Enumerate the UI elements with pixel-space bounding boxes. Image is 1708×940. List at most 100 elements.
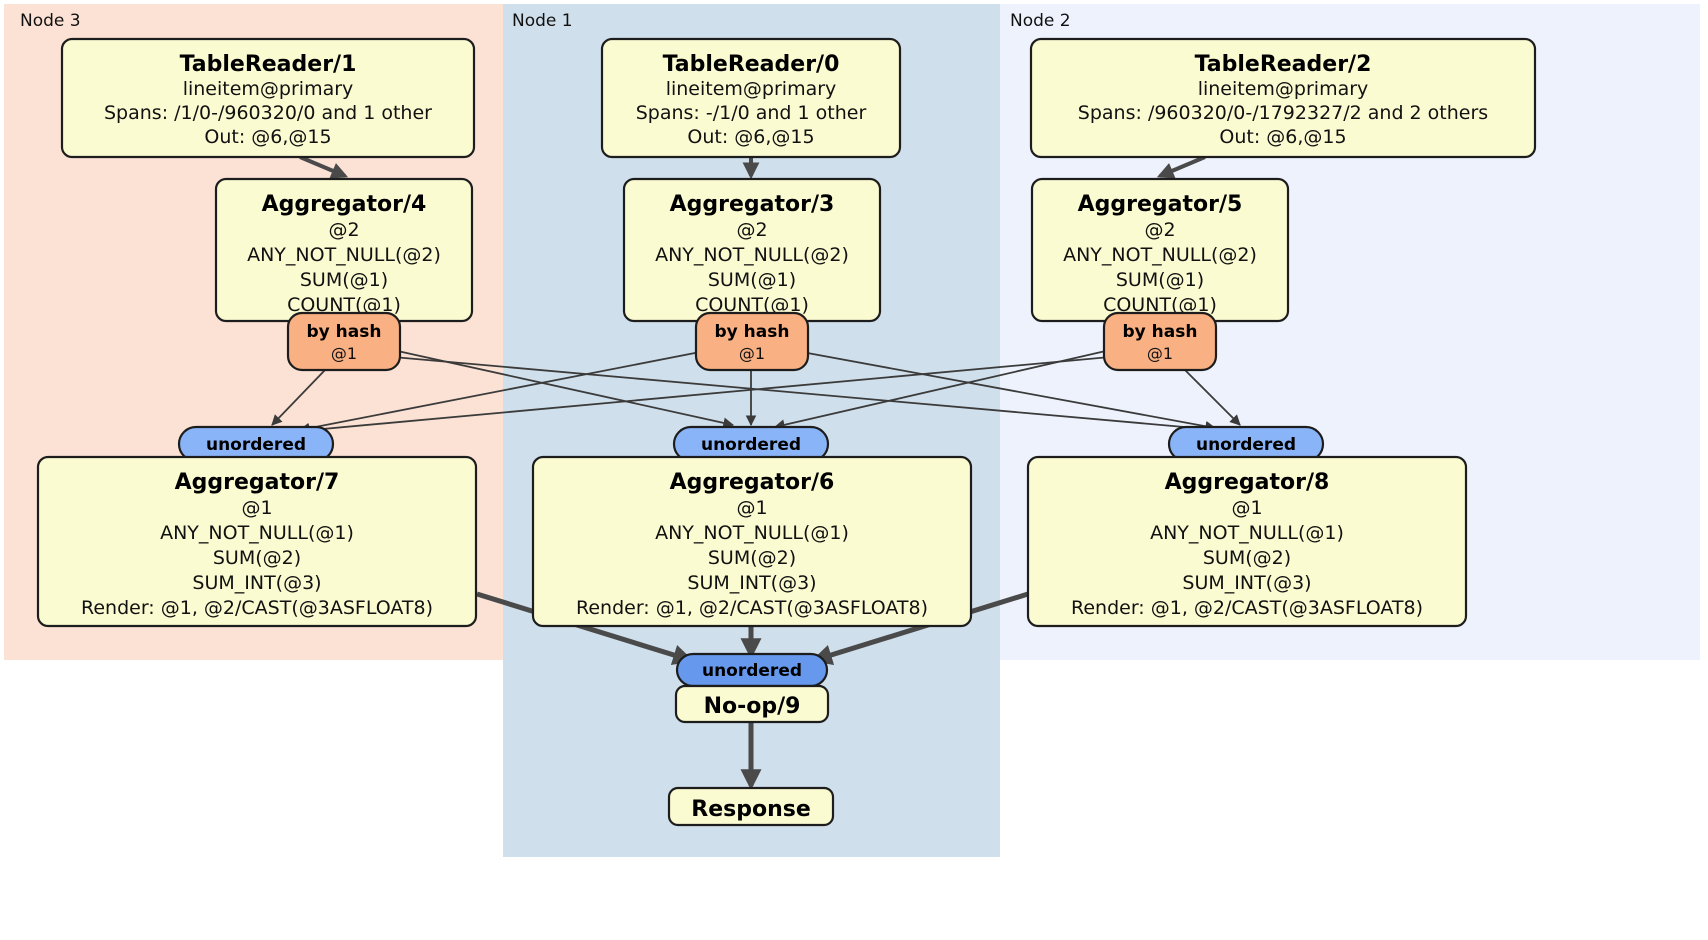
processor-line: SUM_INT(@3): [1182, 572, 1311, 594]
node-panel-label-node2: Node 2: [1010, 11, 1071, 31]
router-hash-left[interactable]: by hash @1: [286, 311, 402, 372]
processor-line: SUM_INT(@3): [192, 572, 321, 594]
processor-line: Render: @1, @2/CAST(@3ASFLOAT8): [1071, 597, 1423, 619]
processor-line: Spans: -/1/0 and 1 other: [636, 102, 867, 124]
processor-title: Aggregator/7: [175, 470, 340, 495]
processor-box: [1029, 37, 1537, 159]
processor-line: SUM(@1): [708, 269, 796, 291]
processor-line: Spans: /960320/0-/1792327/2 and 2 others: [1078, 102, 1488, 124]
processor-title: TableReader/2: [1195, 52, 1372, 77]
processor-line: lineitem@primary: [666, 78, 837, 100]
router-sublabel: @1: [1147, 344, 1173, 363]
processor-line: @2: [328, 219, 359, 241]
router-pill: [694, 311, 810, 372]
processor-line: COUNT(@1): [287, 294, 401, 316]
edge-hash-left-to-unordered-right: [392, 356, 1220, 435]
processor-aggregator-7[interactable]: Aggregator/7 @1 ANY_NOT_NULL(@1) SUM(@2)…: [36, 455, 478, 628]
processor-line: SUM(@2): [1203, 547, 1291, 569]
synchronizer-label: unordered: [206, 435, 306, 455]
synchronizer-label: unordered: [701, 435, 801, 455]
processor-title: Aggregator/8: [1165, 470, 1330, 495]
processor-line: Out: @6,@15: [204, 126, 331, 148]
processor-table-reader-0[interactable]: TableReader/0 lineitem@primary Spans: -/…: [600, 37, 902, 159]
router-pill: [286, 311, 402, 372]
router-hash-right[interactable]: by hash @1: [1102, 311, 1218, 372]
processor-line: ANY_NOT_NULL(@1): [1150, 522, 1344, 544]
processor-line: @2: [736, 219, 767, 241]
processor-line: @1: [1231, 497, 1262, 519]
synchronizer-label: unordered: [702, 661, 802, 681]
processor-table-reader-2[interactable]: TableReader/2 lineitem@primary Spans: /9…: [1029, 37, 1537, 159]
node-panel-label-node1: Node 1: [512, 11, 573, 31]
node-panel-label-node3: Node 3: [20, 11, 81, 31]
processor-box: [667, 786, 835, 827]
processor-aggregator-6[interactable]: Aggregator/6 @1 ANY_NOT_NULL(@1) SUM(@2)…: [531, 455, 973, 628]
processor-box: [60, 37, 476, 159]
edge-hash-right-to-unordered-right: [1184, 369, 1241, 426]
processor-box: [531, 455, 973, 628]
processor-line: Render: @1, @2/CAST(@3ASFLOAT8): [576, 597, 928, 619]
processor-line: @2: [1144, 219, 1175, 241]
processor-line: COUNT(@1): [695, 294, 809, 316]
processor-line: Out: @6,@15: [1219, 126, 1346, 148]
processor-title: TableReader/1: [180, 52, 357, 77]
processor-box: [1026, 455, 1468, 628]
processor-noop-9[interactable]: No-op/9: [674, 684, 830, 724]
edges-reader-to-aggregator: [299, 155, 1206, 180]
edge-hash-center-to-unordered-right: [801, 351, 1217, 432]
processor-line: SUM_INT(@3): [687, 572, 816, 594]
synchronizer-unordered-right[interactable]: unordered: [1167, 425, 1325, 463]
edge-tr2-to-agg5: [1156, 155, 1206, 179]
router-hash-center[interactable]: by hash @1: [694, 311, 810, 372]
processor-aggregator-4[interactable]: Aggregator/4 @2 ANY_NOT_NULL(@2) SUM(@1)…: [214, 177, 474, 323]
processor-line: lineitem@primary: [1198, 78, 1369, 100]
processor-line: ANY_NOT_NULL(@1): [655, 522, 849, 544]
processor-line: SUM(@2): [213, 547, 301, 569]
router-label: by hash: [307, 322, 382, 342]
processor-line: @1: [241, 497, 272, 519]
processor-line: @1: [736, 497, 767, 519]
edge-tr1-to-agg4: [299, 155, 349, 179]
processor-line: ANY_NOT_NULL(@1): [160, 522, 354, 544]
router-label: by hash: [715, 322, 790, 342]
processor-aggregator-3[interactable]: Aggregator/3 @2 ANY_NOT_NULL(@2) SUM(@1)…: [622, 177, 882, 323]
processor-box: [674, 684, 830, 724]
router-label: by hash: [1123, 322, 1198, 342]
processor-line: ANY_NOT_NULL(@2): [655, 244, 849, 266]
router-sublabel: @1: [331, 344, 357, 363]
processor-response[interactable]: Response: [667, 786, 835, 827]
router-pill: [1102, 311, 1218, 372]
processor-line: Spans: /1/0-/960320/0 and 1 other: [104, 102, 432, 124]
router-sublabel: @1: [739, 344, 765, 363]
edge-hash-center-to-unordered-left: [298, 351, 701, 434]
processor-line: ANY_NOT_NULL(@2): [247, 244, 441, 266]
processor-line: Render: @1, @2/CAST(@3ASFLOAT8): [81, 597, 433, 619]
processor-line: ANY_NOT_NULL(@2): [1063, 244, 1257, 266]
processor-line: SUM(@2): [708, 547, 796, 569]
edge-hash-left-to-unordered-left: [271, 369, 326, 426]
processor-aggregator-8[interactable]: Aggregator/8 @1 ANY_NOT_NULL(@1) SUM(@2)…: [1026, 455, 1468, 628]
processor-box: [36, 455, 478, 628]
processor-box: [600, 37, 902, 159]
synchronizer-unordered-final[interactable]: unordered: [675, 652, 829, 688]
edge-hash-right-to-unordered-center: [773, 349, 1111, 431]
processor-line: lineitem@primary: [183, 78, 354, 100]
processor-title: No-op/9: [704, 694, 801, 719]
processor-title: Aggregator/4: [262, 192, 427, 217]
processor-title: Aggregator/3: [670, 192, 835, 217]
processor-title: Response: [691, 797, 811, 822]
processor-line: SUM(@1): [300, 269, 388, 291]
synchronizer-unordered-center[interactable]: unordered: [672, 425, 830, 463]
processor-aggregator-5[interactable]: Aggregator/5 @2 ANY_NOT_NULL(@2) SUM(@1)…: [1030, 177, 1290, 323]
processor-title: Aggregator/6: [670, 470, 835, 495]
processor-table-reader-1[interactable]: TableReader/1 lineitem@primary Spans: /1…: [60, 37, 476, 159]
processor-line: COUNT(@1): [1103, 294, 1217, 316]
processor-line: SUM(@1): [1116, 269, 1204, 291]
edge-hash-right-to-unordered-left: [288, 356, 1111, 437]
edges-hash-shuffle: [271, 349, 1241, 437]
processor-line: Out: @6,@15: [687, 126, 814, 148]
synchronizer-label: unordered: [1196, 435, 1296, 455]
processor-title: Aggregator/5: [1078, 192, 1243, 217]
